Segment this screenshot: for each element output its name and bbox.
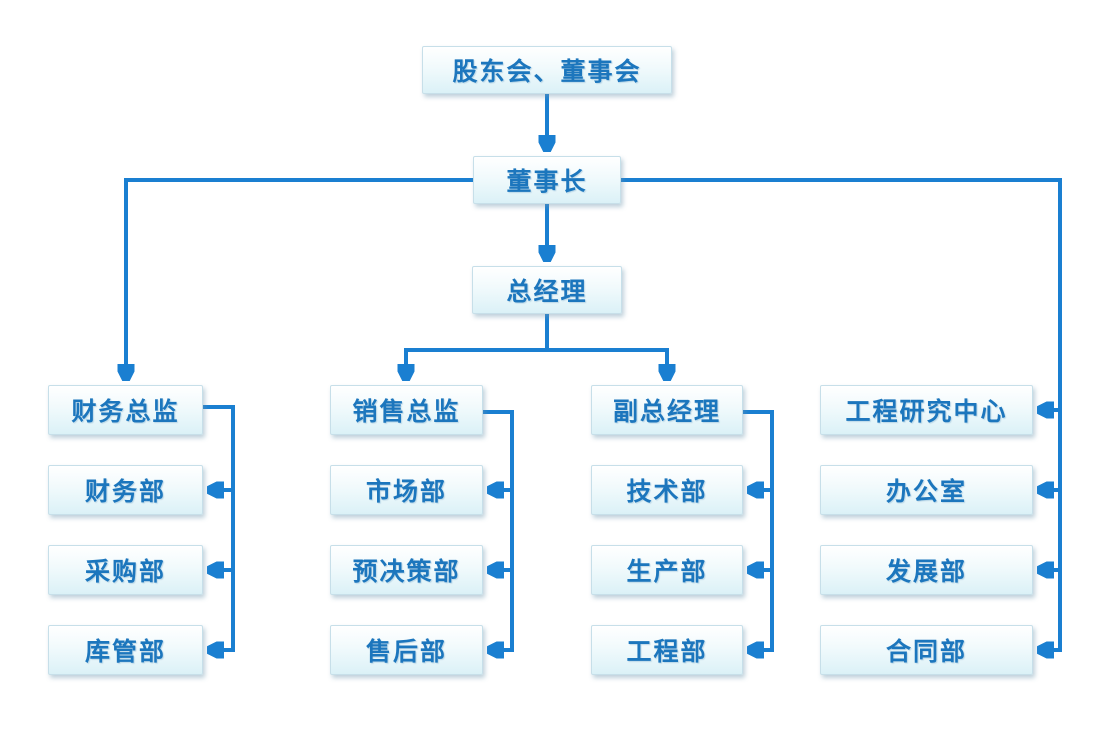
node-budget-dept: 预决策部 xyxy=(330,545,483,595)
edge-sales-trunk xyxy=(483,410,514,650)
node-marketing-dept: 市场部 xyxy=(330,465,483,515)
node-office: 办公室 xyxy=(820,465,1033,515)
edge-chairman-right-trunk xyxy=(621,178,1062,650)
edge-finance-trunk xyxy=(203,405,235,650)
node-engineering-research-center: 工程研究中心 xyxy=(820,385,1033,435)
edge-gm-sales-director xyxy=(406,348,547,380)
edge-deputy-trunk xyxy=(743,410,774,650)
node-after-sales-dept: 售后部 xyxy=(330,625,483,675)
node-sales-director: 销售总监 xyxy=(330,385,483,435)
node-finance-director: 财务总监 xyxy=(48,385,203,435)
edge-gm-deputy-gm xyxy=(547,348,667,380)
node-board: 股东会、董事会 xyxy=(422,46,672,94)
edge-chairman-finance-director xyxy=(126,178,473,380)
node-contract-dept: 合同部 xyxy=(820,625,1033,675)
node-development-dept: 发展部 xyxy=(820,545,1033,595)
node-finance-dept: 财务部 xyxy=(48,465,203,515)
node-production-dept: 生产部 xyxy=(591,545,743,595)
node-deputy-general-manager: 副总经理 xyxy=(591,385,743,435)
node-engineering-dept: 工程部 xyxy=(591,625,743,675)
node-purchasing-dept: 采购部 xyxy=(48,545,203,595)
node-warehouse-dept: 库管部 xyxy=(48,625,203,675)
node-general-manager: 总经理 xyxy=(472,266,622,314)
node-chairman: 董事长 xyxy=(473,156,621,204)
node-tech-dept: 技术部 xyxy=(591,465,743,515)
